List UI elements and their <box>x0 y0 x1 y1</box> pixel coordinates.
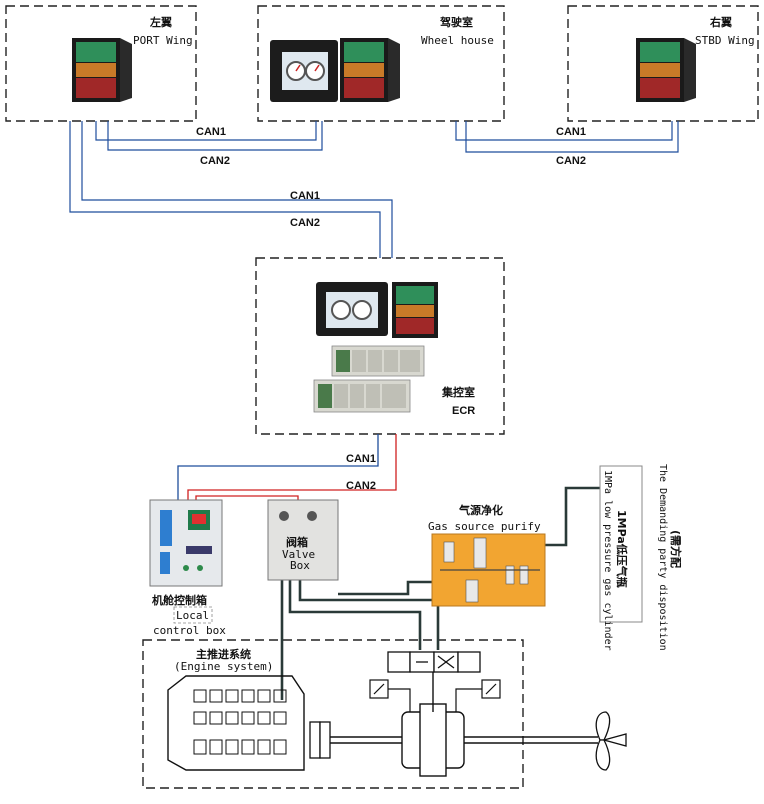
demand-party-note-en: The Demanding party disposition <box>657 464 668 651</box>
pressure-switch-left <box>369 679 411 712</box>
can1-label-stbd: CAN1 <box>556 126 586 138</box>
ecr-en-label: ECR <box>452 405 475 417</box>
gas-cylinder-en-label: 1MPa low pressure gas cylinder <box>602 470 613 651</box>
gearbox-clutch <box>401 668 465 777</box>
gas-purify-panel <box>431 533 546 607</box>
local-box-en-line1: Local <box>176 609 209 622</box>
can-cabling-top <box>69 121 679 258</box>
wheel-house-display <box>270 40 338 102</box>
air-pipes <box>280 486 602 700</box>
pressure-switch-right <box>455 679 501 712</box>
local-control-box <box>149 499 223 587</box>
can2-label-stbd: CAN2 <box>556 155 586 167</box>
ecr-box <box>255 257 505 435</box>
coupling <box>309 721 331 759</box>
can2-label-ecr: CAN2 <box>346 480 376 492</box>
wheel-house-en-label: Wheel house <box>421 34 494 47</box>
can2-label-mid: CAN2 <box>290 217 320 229</box>
local-box-cn-label: 机舱控制箱 <box>152 593 207 607</box>
valve-box-cn-label: 阀箱 <box>286 535 308 549</box>
can-cabling-bottom <box>177 434 397 500</box>
ecr-display <box>316 282 388 336</box>
stbd-wing-en-label: STBD Wing <box>695 34 755 47</box>
gas-cylinder-cn-label: 1MPa低压气瓶 <box>615 510 629 588</box>
ecr-lever-panel <box>392 282 438 338</box>
ecr-cn-label: 集控室 <box>441 385 475 399</box>
engine-en-label: (Engine system) <box>174 660 273 673</box>
gas-purify-cn-label: 气源净化 <box>458 503 503 517</box>
demand-party-note-cn: (需方配 <box>669 530 683 568</box>
port-wing-panel <box>72 38 132 102</box>
can1-label-ecr: CAN1 <box>346 453 376 465</box>
valve-box <box>267 499 339 581</box>
ecr-plc-rack-2 <box>313 379 411 413</box>
gas-cylinder <box>599 465 643 623</box>
valve-box-en-line1: Valve <box>282 548 315 561</box>
can2-label-port: CAN2 <box>200 155 230 167</box>
can1-label-port: CAN1 <box>196 126 226 138</box>
main-engine <box>167 675 305 771</box>
stbd-wing-panel <box>636 38 696 102</box>
ecr-plc-rack-1 <box>331 345 425 377</box>
stbd-wing-box <box>567 5 759 122</box>
wheel-house-box <box>257 5 505 122</box>
port-wing-cn-label: 左翼 <box>149 15 172 29</box>
directional-valve <box>387 651 481 673</box>
engine-cn-label: 主推进系统 <box>196 647 251 661</box>
port-wing-en-label: PORT Wing <box>133 34 193 47</box>
wheel-house-lever-panel <box>340 38 400 102</box>
port-wing-box <box>5 5 197 122</box>
local-label-frame <box>173 606 213 624</box>
can1-label-mid: CAN1 <box>290 190 320 202</box>
stbd-wing-cn-label: 右翼 <box>709 15 732 29</box>
gas-purify-en-label: Gas source purify <box>428 520 541 533</box>
engine-system-box <box>142 639 524 789</box>
propeller <box>595 711 627 771</box>
local-box-en-line2: control box <box>153 624 226 637</box>
valve-box-en-line2: Box <box>290 559 310 572</box>
wheel-house-cn-label: 驾驶室 <box>439 15 473 29</box>
